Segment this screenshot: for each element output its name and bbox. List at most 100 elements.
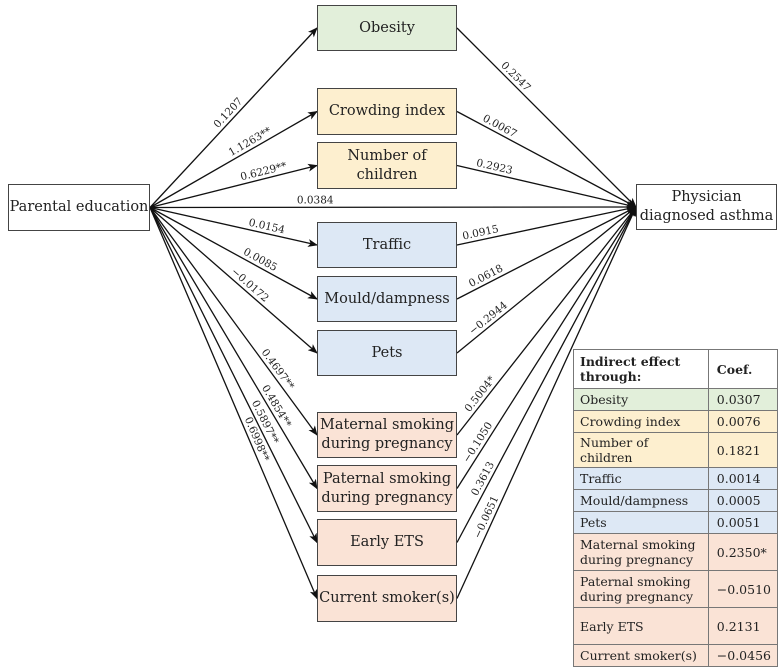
edge-b-current-smokers [456,206,637,599]
node-label-line: Early ETS [350,534,424,550]
table-header-row: Indirect effect through: Coef. [573,349,779,389]
node-label-line: Number of [347,147,427,164]
node-label: Traffic [363,236,411,255]
edge-a-crowding-index [149,110,318,209]
node-label-line: during pregnancy [321,489,453,506]
node-obesity: Obesity [317,5,457,51]
node-label: Number of children [347,147,426,185]
edge-a-maternal-smoking [149,207,318,436]
node-paternal-smoking: Paternal smoking during pregnancy [317,465,457,512]
edge-a-pets [149,207,318,354]
node-label-line: Traffic [362,236,412,253]
edge-a-paternal-smoking [149,207,318,490]
node-traffic: Traffic [317,222,457,268]
node-crowding-index: Crowding index [317,88,457,135]
node-label: Obesity [359,19,415,38]
edge-a-early-ets [149,207,318,544]
edge-a-traffic [149,206,318,247]
row-coef: 0.1821 [707,432,779,468]
node-label: Pets [372,344,403,363]
node-label: Current smoker(s) [319,589,455,608]
edge-label-b-obesity: 0.2547 [498,60,532,94]
node-label-line: Obesity [359,19,415,36]
row-coef: −0.0510 [707,570,779,608]
row-label: Maternal smoking during pregnancy [573,533,709,571]
edge-b-mould-dampness [456,206,637,300]
edge-a-number-of-children [149,163,318,209]
edge-b-maternal-smoking [456,206,637,436]
node-mould-dampness: Mould/dampness [317,276,457,322]
node-label-line: Paternal smoking [322,470,452,487]
node-label: Parental education [10,198,149,217]
edge-b-obesity [456,27,637,208]
node-label: Physician diagnosed asthma [640,188,773,226]
header-coef: Coef. [707,349,779,389]
node-label: Early ETS [350,533,424,552]
node-label: Mould/dampness [324,290,449,309]
edge-b-pets [456,206,637,354]
row-coef: 0.0051 [707,511,779,534]
node-label: Crowding index [329,102,445,121]
row-coef: 0.2131 [707,607,779,645]
row-coef: 0.0307 [707,388,779,411]
edge-label-b-early-ets: 0.3613 [469,460,497,498]
edge-label-b-maternal-smoking: 0.5004* [462,373,498,414]
node-label-line: Physician [671,189,742,205]
edge-a-mould-dampness [149,206,318,300]
node-asthma: Physician diagnosed asthma [636,184,777,230]
edge-label-b-pets: −0.2944 [467,299,510,337]
node-label-line: Crowding index [328,103,446,119]
row-label: Early ETS [573,607,709,645]
edge-label-a-pets: −0.0172 [229,266,271,305]
edge-label-a-crowding-index: 1.1263** [227,125,275,159]
row-label: Crowding index [573,410,709,433]
row-coef: 0.0014 [707,467,779,490]
edge-label-b-crowding-index: 0.0067 [481,112,519,140]
header-indirect-effect: Indirect effect through: [573,349,709,389]
edge-b-number-of-children [456,164,637,209]
edge-direct [149,203,637,212]
row-coef: −0.0456 [707,644,779,667]
row-label: Paternal smoking during pregnancy [573,570,709,608]
edge-b-traffic [456,204,637,246]
node-parental-education: Parental education [8,184,150,231]
row-coef: 0.0005 [707,489,779,512]
node-label-line: Mould/dampness [324,290,450,307]
node-label-line: children [356,166,418,183]
edge-b-crowding-index [456,110,637,208]
table-row: Current smoker(s)−0.0456 [573,644,779,667]
node-label-line: during pregnancy [321,436,453,452]
edge-label-a-number-of-children: 0.6229** [239,160,288,183]
node-maternal-smoking: Maternal smoking during pregnancy [317,412,457,458]
edge-a-current-smokers [149,207,318,600]
edge-label-a-obesity: 0.1207 [211,95,245,130]
node-label: Maternal smoking during pregnancy [320,416,454,454]
row-label: Pets [573,511,709,534]
edges [149,27,637,600]
node-label-line: Parental education [9,199,149,215]
row-label: Obesity [573,388,709,411]
row-coef: 0.2350* [707,533,779,571]
row-label: Traffic [573,467,709,490]
node-label-line: Current smoker(s) [319,590,455,606]
node-current-smokers: Current smoker(s) [317,575,457,622]
edge-a-obesity [149,27,318,208]
row-label: Current smoker(s) [573,644,709,667]
table-row: Paternal smoking during pregnancy−0.0510 [573,570,779,608]
node-early-ets: Early ETS [317,519,457,566]
node-label-line: diagnosed asthma [639,208,774,224]
node-pets: Pets [317,330,457,376]
edge-label-b-paternal-smoking: −0.1050 [461,420,496,465]
node-label-line: Maternal smoking [319,417,455,433]
edge-b-paternal-smoking [456,206,637,489]
